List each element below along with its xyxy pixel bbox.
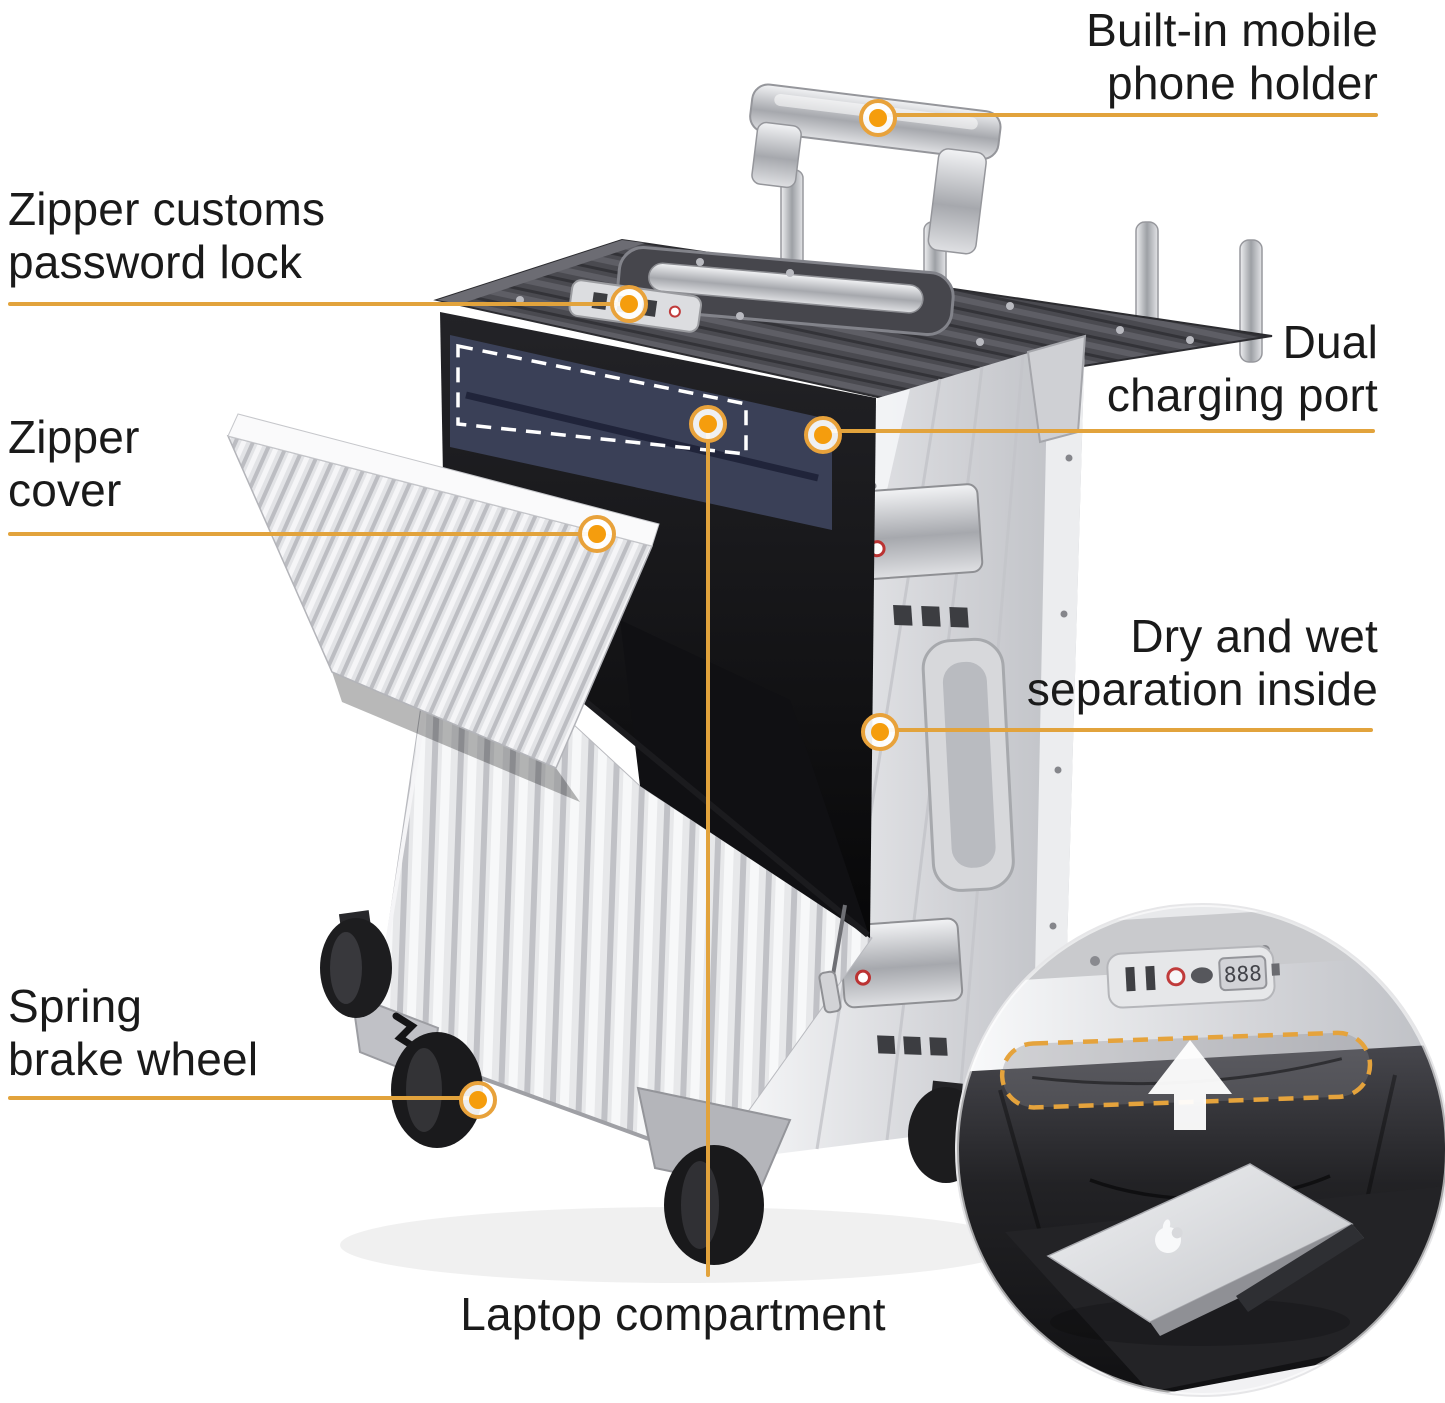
- label-line: Dry and wet: [1130, 610, 1378, 662]
- inset-circle-border: [955, 903, 1445, 1397]
- label-line: Zipper customs: [8, 183, 326, 235]
- callout-dot-charging-port: [804, 416, 842, 454]
- callout-dot-brake-wheel: [459, 1081, 497, 1119]
- laptop-slot-dashed-outline: [456, 343, 748, 456]
- callout-line-customs-lock: [8, 302, 629, 306]
- front-flap: [226, 413, 660, 802]
- laptop-compartment-inset: 888: [956, 904, 1445, 1396]
- usb-port-icon: [1145, 965, 1156, 991]
- callout-line-brake-wheel: [8, 1096, 478, 1100]
- label-line: password lock: [8, 236, 303, 288]
- label-line: Zipper: [8, 411, 140, 463]
- label-phone-holder: Built-in mobile phone holder: [1086, 4, 1378, 110]
- label-line: phone holder: [1107, 57, 1378, 109]
- inset-usb-lock-panel: 888: [1106, 945, 1280, 1009]
- laptop: [1046, 1163, 1364, 1336]
- tsa-lock-upper: [851, 483, 984, 628]
- wheels: [320, 910, 984, 1265]
- label-line: separation inside: [1026, 663, 1378, 715]
- label-brake-wheel: Spring brake wheel: [8, 980, 258, 1086]
- callout-line-laptop: [706, 424, 710, 1277]
- lock-reset-dot: [1166, 967, 1186, 987]
- label-line: cover: [8, 464, 122, 516]
- label-charging-port: Dual charging port: [1107, 316, 1378, 422]
- label-line: Spring: [8, 980, 143, 1032]
- label-laptop-compartment: Laptop compartment: [333, 1288, 1013, 1341]
- label-customs-lock: Zipper customs password lock: [8, 183, 325, 289]
- up-arrow-icon: [1148, 1040, 1232, 1130]
- label-zipper-cover: Zipper cover: [8, 411, 140, 517]
- side-handle: [921, 637, 1015, 892]
- label-dry-wet: Dry and wet separation inside: [1027, 610, 1378, 716]
- callout-dot-phone-holder: [859, 99, 897, 137]
- callout-line-dry-wet: [880, 728, 1373, 732]
- label-line: Dual: [1282, 316, 1378, 368]
- usb-port-icon: [1125, 966, 1136, 992]
- callout-line-zipper-cover: [8, 532, 597, 536]
- zipper-pull: [818, 904, 847, 1014]
- label-line: charging port: [1106, 369, 1378, 421]
- apple-logo-icon: [1155, 1219, 1183, 1253]
- label-line: brake wheel: [8, 1033, 259, 1085]
- top-carry-handle: [616, 246, 955, 337]
- callout-dot-dry-wet: [861, 713, 899, 751]
- callout-dot-zipper-cover: [578, 515, 616, 553]
- callout-line-phone-holder: [878, 113, 1378, 117]
- callout-line-charging-port: [823, 429, 1375, 433]
- label-line: Laptop compartment: [460, 1288, 886, 1340]
- label-line: Built-in mobile: [1086, 4, 1378, 56]
- callout-dot-customs-lock: [610, 285, 648, 323]
- laptop-sleeve: [450, 335, 832, 530]
- combination-dials: 888: [1223, 961, 1262, 987]
- laptop-keyboard: [1236, 1224, 1364, 1312]
- callout-dot-laptop: [689, 405, 727, 443]
